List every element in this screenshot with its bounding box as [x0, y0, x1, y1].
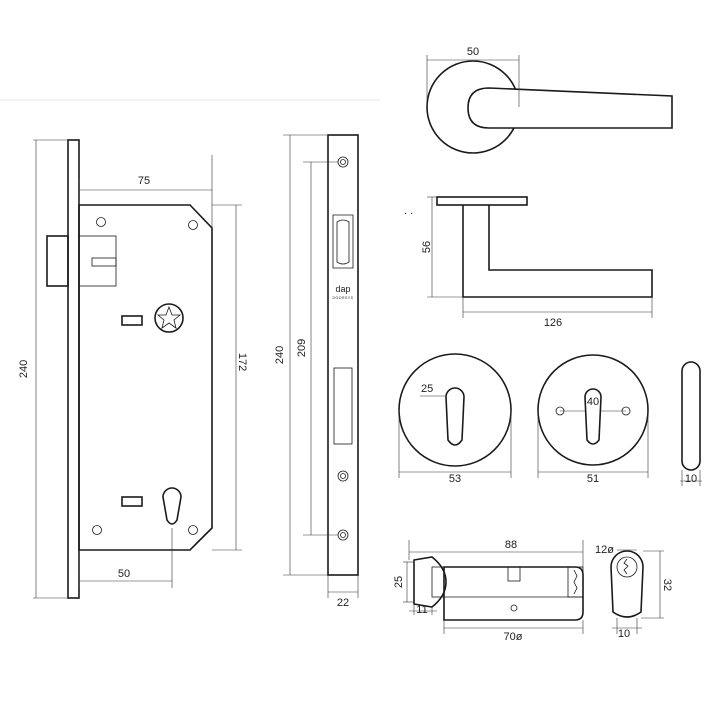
dim-cylinder-knob-height: 25 [393, 576, 405, 588]
star-spindle-icon [156, 305, 182, 329]
brand-logo: dap [335, 284, 350, 294]
dim-pull-width: 10 [685, 473, 697, 485]
handle-lever [467, 87, 673, 129]
lock-body-dimensions: 240 75 172 50 [18, 139, 248, 599]
dim-faceplate-screw-span: 209 [296, 339, 308, 357]
cylinder-thumb-turn [413, 556, 447, 608]
euro-cylinder: 88 25 11 70ø [393, 539, 584, 643]
lock-forend [67, 139, 80, 599]
escutcheon-outline [398, 353, 512, 467]
screw-hole [92, 525, 102, 535]
cylinder-cam [507, 566, 521, 582]
brand-tagline: DOORSYS [332, 296, 353, 300]
escutcheon-round: 25 53 [398, 353, 512, 485]
latch-housing [78, 235, 117, 287]
key-icon [573, 569, 578, 595]
flush-pull: 10 [680, 361, 702, 486]
dim-rose-diameter: 50 [467, 46, 479, 58]
dim-cylinder-body-length: 70ø [504, 631, 523, 643]
faceplate-dimensions: 240 209 22 [274, 134, 359, 609]
cylinder-profile-outline [610, 550, 644, 618]
latch-slot [91, 257, 117, 267]
dim-escutcheon2-keyhole: 40 [587, 396, 599, 408]
cylinder-cutout [162, 487, 182, 525]
dim-cylinder-knob-width: 11 [416, 604, 427, 616]
dim-cylinder-length: 88 [505, 539, 517, 551]
dim-escutcheon2-diameter: 51 [587, 473, 599, 485]
escutcheon-with-screws: 40 51 [537, 354, 649, 485]
cylinder-plug [616, 556, 638, 578]
escutcheon-keyhole [445, 387, 465, 446]
handle-lever-side [462, 205, 653, 298]
latch-bolt [46, 235, 69, 287]
flush-pull-outline [681, 361, 701, 471]
lever-slot [121, 315, 143, 326]
cylinder-screw [510, 604, 518, 612]
lever-slot-lower [121, 496, 143, 507]
cylinder-profile: 12ø 32 10 [595, 544, 673, 640]
dim-cylinder-profile-width: 10 [618, 628, 630, 640]
lever-handle-top-view: 50 [426, 46, 673, 154]
faceplate-outline [327, 134, 359, 576]
spindle-hub [154, 303, 184, 333]
dim-cylinder-profile-diameter: 12ø [595, 544, 614, 556]
dim-handle-height: 56 [421, 241, 433, 253]
latch-opening [332, 214, 354, 269]
dim-escutcheon-diameter: 53 [449, 473, 461, 485]
escutcheon2-keyhole [584, 388, 602, 445]
lever-handle-side-view: . . 56 126 [404, 196, 653, 329]
escutcheon2-outline [537, 354, 649, 466]
dim-escutcheon-keyhole: 25 [421, 383, 433, 395]
mortise-lock-body [46, 139, 213, 599]
dim-lock-body-height: 240 [18, 360, 30, 378]
screw-hole [188, 525, 198, 535]
lock-case [78, 204, 213, 551]
dim-backset: 75 [138, 175, 150, 187]
cylinder-body [443, 566, 584, 621]
dim-cylinder-profile-height: 32 [661, 579, 673, 591]
keyway-icon [623, 558, 629, 575]
dim-lock-case-height: 172 [236, 353, 248, 371]
svg-text:. .: . . [404, 205, 413, 217]
deadbolt-opening [333, 367, 353, 445]
dim-cylinder-offset: 50 [118, 568, 130, 580]
dim-handle-length: 126 [544, 317, 562, 329]
screw-hole [188, 220, 198, 230]
faceplate: dap DOORSYS [327, 134, 359, 576]
screw-hole [96, 217, 106, 227]
handle-rose-side [436, 196, 528, 206]
dim-faceplate-height: 240 [274, 346, 286, 364]
dim-faceplate-width: 22 [337, 597, 349, 609]
